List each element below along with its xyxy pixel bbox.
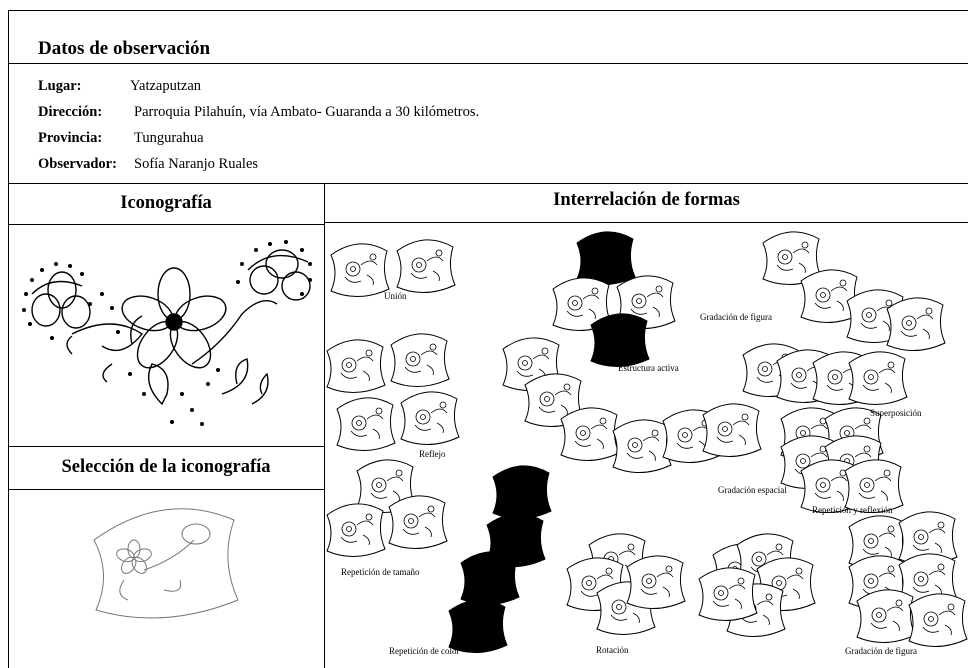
field-lugar: Lugar: Yatzaputzan xyxy=(38,78,201,95)
interrelacion-divider xyxy=(324,222,968,223)
form-label-superposicion: Superposición xyxy=(870,408,922,418)
form-label-reflejo: Reflejo xyxy=(419,449,446,459)
form-label-gradacion-espacial: Gradación espacial xyxy=(718,485,787,495)
column-divider xyxy=(324,183,325,668)
section-title-iconografia: Iconografía xyxy=(120,193,212,213)
interrelation-illustrations xyxy=(326,231,968,654)
seleccion-bottom-divider xyxy=(8,489,324,490)
field-label: Provincia: xyxy=(38,130,103,146)
field-value: Sofía Naranjo Ruales xyxy=(134,156,259,172)
section-title-interrelacion: Interrelación de formas xyxy=(553,190,740,210)
form-label-repeticion-reflexion: Repetición y reflexión xyxy=(812,505,893,515)
form-label-repeticion-tamano: Repetición de tamaño xyxy=(341,567,420,577)
form-label-estructura-activa: Estructura activa xyxy=(618,363,679,373)
field-direccion: Dirección: Parroquia Pilahuín, vía Ambato… xyxy=(38,104,479,121)
left-border xyxy=(8,10,9,668)
form-label-repeticion-color: Repetición de color xyxy=(389,646,460,656)
form-label-gradacion-figura-2: Gradación de figura xyxy=(845,646,917,656)
iconography-illustration xyxy=(22,240,312,426)
top-border xyxy=(8,10,968,11)
form-label-gradacion-figura-1: Gradación de figura xyxy=(700,312,772,322)
field-observador: Observador: Sofía Naranjo Ruales xyxy=(38,156,258,173)
field-label: Lugar: xyxy=(38,78,82,94)
field-label: Observador: xyxy=(38,156,117,172)
form-label-rotacion: Rotación xyxy=(596,645,629,655)
iconografia-divider xyxy=(8,224,324,225)
field-provincia: Provincia: Tungurahua xyxy=(38,130,204,147)
field-value: Tungurahua xyxy=(134,130,204,146)
seleccion-top-divider xyxy=(8,446,324,447)
info-divider xyxy=(8,183,968,184)
section-title-seleccion: Selección de la iconografía xyxy=(61,457,271,477)
header-divider xyxy=(8,63,968,64)
form-label-union: Unión xyxy=(384,291,407,301)
field-value: Yatzaputzan xyxy=(130,78,202,94)
page-title: Datos de observación xyxy=(38,38,211,59)
selection-illustration xyxy=(93,508,239,619)
field-value: Parroquia Pilahuín, vía Ambato- Guaranda… xyxy=(134,104,480,120)
field-label: Dirección: xyxy=(38,104,103,120)
